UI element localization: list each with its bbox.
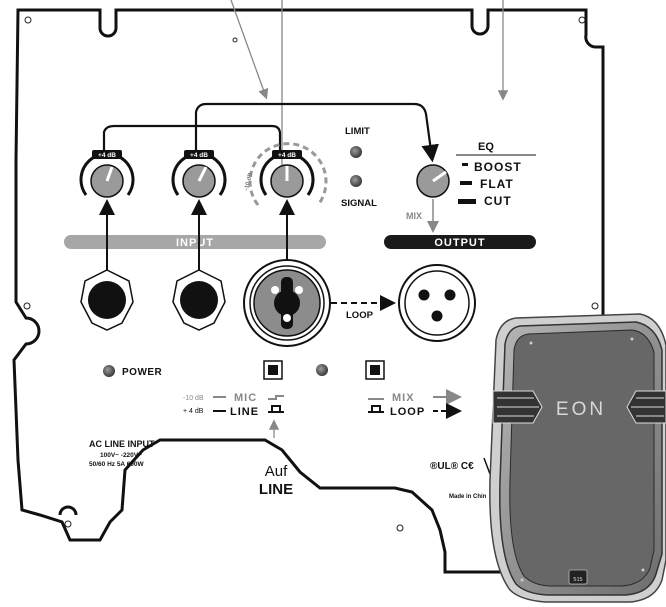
signal-led: [350, 175, 362, 187]
eq-flat-label: FLAT: [480, 177, 514, 191]
output-bar-label: OUTPUT: [434, 237, 485, 249]
input-2-jack[interactable]: [172, 269, 226, 331]
speaker-grille: [509, 329, 655, 587]
line-label: LINE: [230, 406, 259, 418]
ac-title: AC LINE INPUT: [89, 439, 155, 449]
mic-line-switch[interactable]: [263, 360, 283, 380]
mix-switch-label: MIX: [392, 392, 415, 404]
speaker-badge: [568, 569, 588, 585]
input-3-combo-jack[interactable]: [243, 259, 331, 347]
ac-rating: 50/60 Hz 5A 600W: [89, 461, 145, 468]
mix-loop-switch-icon: [368, 398, 384, 413]
eq-switch[interactable]: [458, 163, 476, 204]
minus10-switch-label: -10 dB: [183, 395, 204, 402]
input-2-gain-label: +4 dB: [190, 152, 208, 159]
power-label: POWER: [122, 367, 163, 378]
panel-outline: [12, 8, 605, 574]
output-mix-knob[interactable]: [416, 164, 450, 198]
speaker-handle-left: [492, 390, 543, 424]
eon-speaker: EON 515: [489, 313, 666, 603]
xlr-output-jack[interactable]: [398, 264, 476, 342]
input-arrows: [99, 199, 295, 270]
mix-loop-switch[interactable]: [365, 360, 385, 380]
input-2-gain-knob[interactable]: +4 dB: [171, 150, 227, 198]
panel-notch: [58, 505, 78, 516]
input-1-gain-knob[interactable]: +4 dB: [79, 150, 135, 198]
eq-title: EQ: [478, 141, 494, 153]
input-3-minus10-label: -10 dB: [244, 171, 255, 191]
speaker-brand: EON: [556, 399, 606, 420]
routing-lines: [102, 102, 439, 163]
loop-switch-label: LOOP: [390, 406, 425, 418]
input-1-jack[interactable]: [80, 269, 134, 331]
mounting-screws: [23, 16, 599, 532]
auf-label: Auf: [265, 463, 288, 480]
mix-arrow-label: MIX: [406, 211, 422, 221]
mic-label: MIC: [234, 392, 257, 404]
cert-marks: ®UL® C€: [430, 461, 474, 472]
input-bar: [64, 235, 326, 249]
speaker-model: 515: [573, 577, 582, 583]
made-in-label: Made in Chin: [449, 494, 487, 500]
speaker-handle-right: [626, 390, 666, 424]
output-bar: [384, 235, 536, 249]
signal-label: SIGNAL: [341, 198, 377, 209]
input-3-gain-label: +4 dB: [278, 152, 296, 159]
limit-label: LIMIT: [345, 126, 370, 137]
center-led: [316, 364, 328, 376]
plus4-switch-label: + 4 dB: [183, 408, 204, 415]
power-led: [103, 365, 115, 377]
auf-line-label: LINE: [259, 481, 293, 498]
limit-led: [350, 146, 362, 158]
input-bar-label: INPUT: [176, 237, 214, 249]
input-3-gain-knob[interactable]: +4 dB -10 dB: [244, 142, 328, 206]
loop-label: LOOP: [346, 310, 374, 321]
mic-line-switch-icon: [268, 395, 284, 413]
eq-boost-label: BOOST: [474, 160, 522, 174]
input-1-gain-label: +4 dB: [98, 152, 116, 159]
eq-cut-label: CUT: [484, 194, 512, 208]
ac-voltage: 100V~ -220V~: [100, 452, 142, 459]
cert-line: [483, 457, 491, 475]
